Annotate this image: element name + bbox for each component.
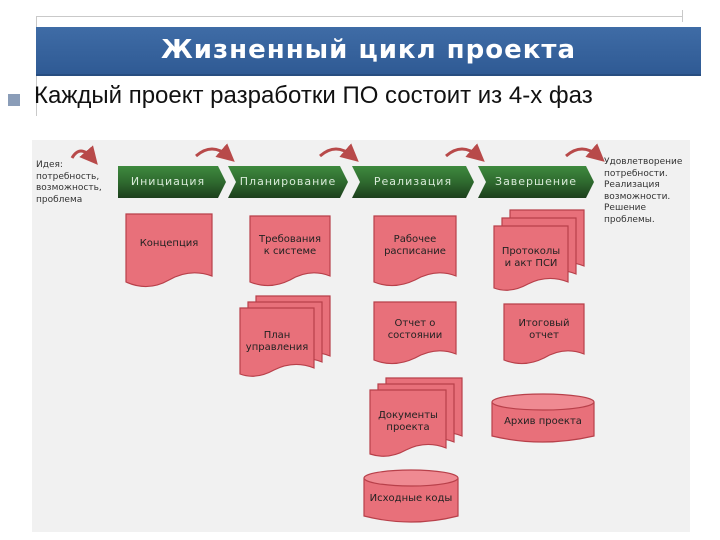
label-final-report: Итоговый отчет (518, 318, 570, 341)
db-source-code (363, 469, 459, 523)
label-schedule: Рабочее расписание (384, 234, 446, 257)
doc-requirements (249, 215, 331, 287)
label-archive: Архив проекта (504, 416, 582, 427)
doc-status-report (373, 301, 457, 365)
phase-bar-initiation (118, 166, 226, 198)
doc-concept (125, 213, 213, 288)
db-archive (491, 393, 595, 443)
idea-note: Идея: потребность, возможность, проблема (36, 160, 102, 205)
label-status-report: Отчет о состоянии (387, 318, 443, 341)
phase-initiation: Инициация (130, 175, 206, 188)
label-source-code: Исходные коды (369, 493, 453, 504)
arc-arrow-5 (565, 143, 605, 162)
frame-line-top (36, 16, 682, 17)
label-protocols: Протоколы и акт ПСИ (501, 246, 561, 269)
slide-title: Жизненный цикл проекта (160, 35, 577, 65)
phase-planning: Планирование (239, 175, 337, 188)
arc-arrow-3 (319, 143, 359, 162)
arc-arrow-4 (445, 143, 485, 162)
label-plan: План управления (245, 330, 309, 353)
slide-subtitle: Каждый проект разработки ПО состоит из 4… (34, 82, 593, 109)
label-concept: Концепция (139, 238, 199, 249)
result-note: Удовлетворение потребности. Реализация в… (604, 157, 683, 225)
phase-bar-planning (228, 166, 348, 198)
doc-protocols (493, 225, 569, 291)
phase-implementation: Реализация (373, 175, 453, 188)
phase-bar-closing (478, 166, 594, 198)
doc-final-report (503, 303, 585, 365)
phase-closing: Завершение (495, 175, 577, 188)
doc-schedule (373, 215, 457, 287)
doc-project-docs (369, 389, 447, 457)
bullet-icon (8, 94, 20, 106)
phase-bar-implementation (352, 166, 474, 198)
title-bar (36, 27, 701, 76)
doc-plan (239, 307, 315, 377)
arc-arrow-2 (195, 143, 235, 162)
frame-line-right (682, 10, 683, 22)
arc-arrow-1 (70, 145, 98, 165)
label-requirements: Требования к системе (259, 234, 321, 257)
label-project-docs: Документы проекта (378, 410, 438, 433)
